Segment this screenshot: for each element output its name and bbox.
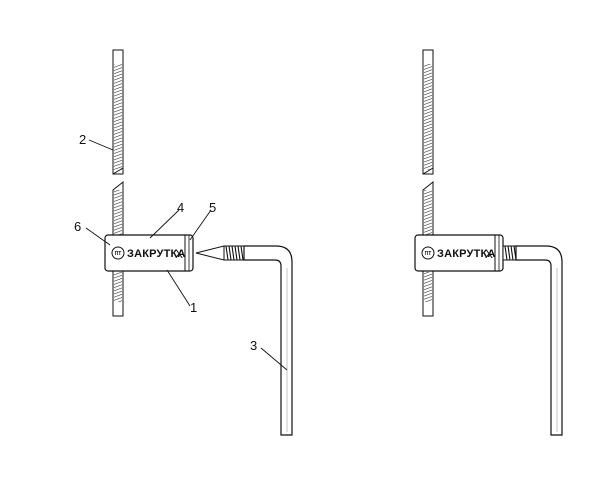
left-end-mark: X: [175, 247, 183, 261]
right-hex-key: [515, 245, 563, 436]
right-seal-body: ПТ ЗАКРУТКА X: [414, 234, 504, 272]
callout-2: 2: [79, 132, 86, 147]
right-cable-upper: [422, 49, 434, 175]
callout-5: 5: [209, 200, 216, 215]
left-seal-body: ПТ ЗАКРУТКА X: [104, 234, 194, 272]
left-leaders: [85, 139, 288, 371]
left-logo-text: ПТ: [115, 251, 122, 257]
left-hex-key: [243, 245, 293, 436]
right-brand-text: ЗАКРУТКА: [437, 248, 496, 260]
right-logo-icon: ПТ: [421, 246, 435, 260]
left-logo-icon: ПТ: [111, 246, 125, 260]
right-logo-text: ПТ: [425, 251, 432, 257]
right-end-mark: X: [485, 247, 493, 261]
left-assembly: ПТ ЗАКРУТКА X 2 6: [74, 49, 293, 436]
right-thread: [502, 245, 517, 261]
callout-4: 4: [177, 200, 184, 215]
right-assembly: ПТ ЗАКРУТКА X: [414, 49, 563, 436]
left-brand-text: ЗАКРУТКА: [127, 248, 186, 260]
left-cone-tip: [195, 245, 225, 261]
left-cable-upper: [112, 49, 124, 175]
callout-3: 3: [250, 338, 257, 353]
left-thread: [223, 245, 245, 261]
callout-6: 6: [74, 219, 81, 234]
callout-1: 1: [190, 300, 197, 315]
